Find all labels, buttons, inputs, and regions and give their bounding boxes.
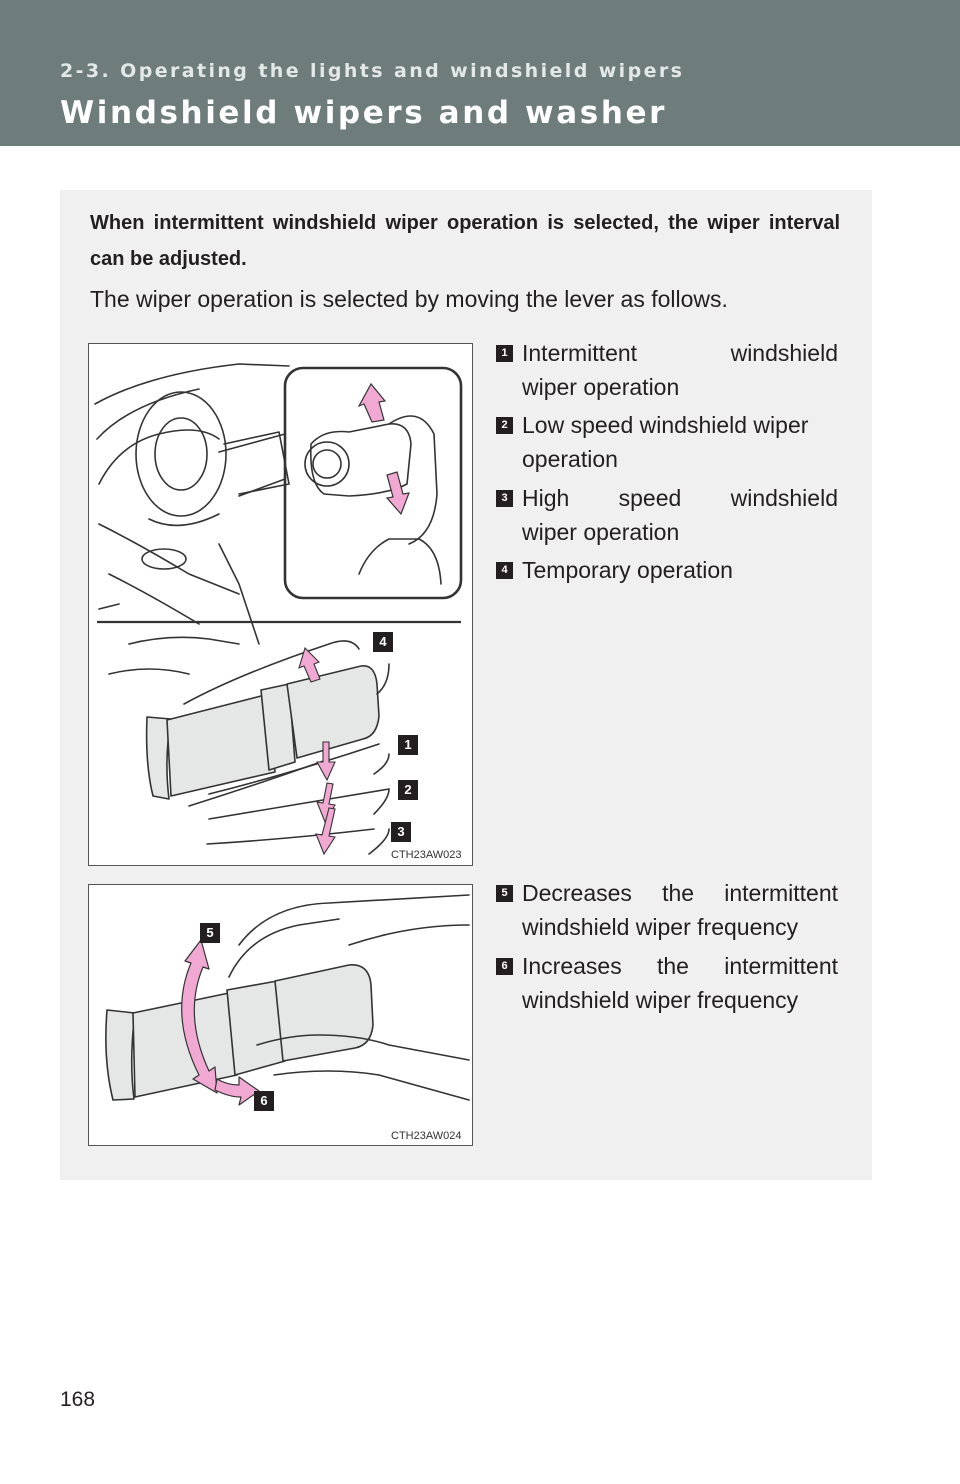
item-number-badge: 1 bbox=[496, 345, 513, 362]
lever-positions-figure bbox=[88, 343, 473, 866]
callout-4: 4 bbox=[373, 632, 393, 652]
lever-positions-illustration bbox=[94, 363, 463, 856]
item-line1: High speed windshield bbox=[522, 485, 838, 511]
item-line2: wiper operation bbox=[522, 519, 680, 545]
chapter-header bbox=[0, 0, 960, 146]
list-item: 5 Decreases the intermittent windshield … bbox=[496, 876, 838, 944]
intro-bold-text: When intermittent windshield wiper opera… bbox=[90, 212, 840, 270]
intro-text: The wiper operation is selected by movin… bbox=[90, 286, 728, 312]
item-number-badge: 4 bbox=[496, 562, 513, 579]
list-item: 2 Low speed windshield wiper operation bbox=[496, 408, 838, 476]
figure2-code: CTH23AW024 bbox=[391, 1130, 462, 1142]
item-number-badge: 5 bbox=[496, 885, 513, 902]
item-number-badge: 6 bbox=[496, 958, 513, 975]
interval-adjust-figure bbox=[88, 884, 473, 1146]
callout-1: 1 bbox=[398, 735, 418, 755]
item-line1: Intermittent windshield bbox=[522, 340, 838, 366]
page-title: Windshield wipers and washer bbox=[60, 95, 668, 131]
item-line2: wiper operation bbox=[522, 374, 680, 400]
list-item: 3 High speed windshield wiper operation bbox=[496, 481, 838, 549]
figure1-code: CTH23AW023 bbox=[391, 849, 462, 861]
item-line2: windshield wiper frequency bbox=[522, 987, 799, 1013]
interval-adjust-illustration bbox=[105, 894, 470, 1106]
section-label: 2-3. Operating the lights and windshield… bbox=[60, 60, 685, 82]
callout-5: 5 bbox=[200, 923, 220, 943]
callout-3: 3 bbox=[391, 822, 411, 842]
list-item: 6 Increases the intermittent windshield … bbox=[496, 949, 838, 1017]
item-number-badge: 2 bbox=[496, 417, 513, 434]
list-item: 4 Temporary operation bbox=[496, 553, 838, 587]
item-line1: Decreases the intermittent bbox=[522, 880, 838, 906]
item-line1: Low speed windshield wiper bbox=[522, 412, 809, 438]
list-item: 1 Intermittent windshield wiper operatio… bbox=[496, 336, 838, 404]
page-number: 168 bbox=[60, 1388, 96, 1411]
item-number-badge: 3 bbox=[496, 490, 513, 507]
item-line1: Temporary operation bbox=[522, 557, 733, 583]
callout-6: 6 bbox=[254, 1091, 274, 1111]
item-line2: operation bbox=[522, 446, 618, 472]
callout-2: 2 bbox=[398, 780, 418, 800]
item-line1: Increases the intermittent bbox=[522, 953, 838, 979]
item-line2: windshield wiper frequency bbox=[522, 914, 799, 940]
